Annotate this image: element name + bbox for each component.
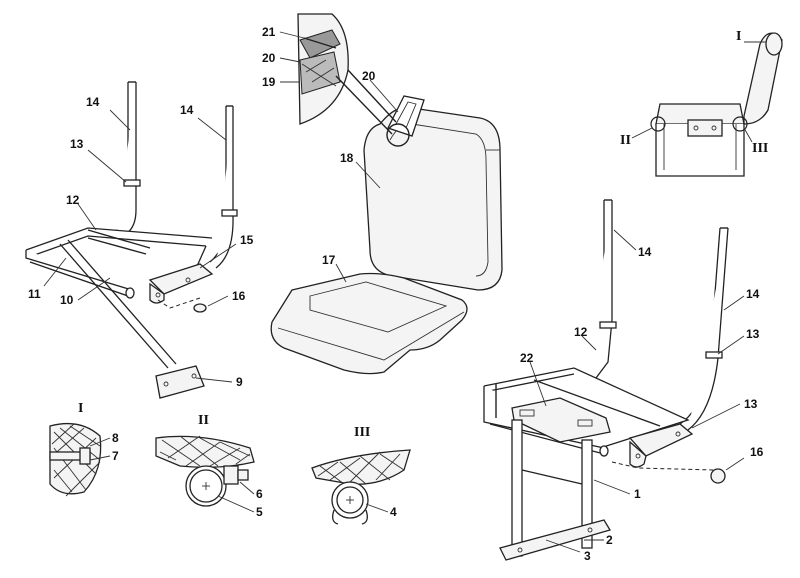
callout-17: 17	[322, 253, 336, 267]
assembled-seat-thumbnail	[650, 32, 783, 177]
callout-12: 12	[574, 325, 588, 339]
callout-20: 20	[262, 51, 276, 65]
detail-III	[311, 449, 411, 525]
callout-2: 2	[606, 533, 613, 547]
backrest-section-detail	[297, 13, 410, 147]
callout-labels: 14 13 12 14 15 11 10 16 9 17 18 20 21 20…	[28, 25, 764, 563]
right-seat-frame	[483, 199, 729, 561]
detail-mark-I: I	[78, 401, 83, 416]
callout-14: 14	[180, 103, 194, 117]
callout-5: 5	[256, 505, 263, 519]
callout-16: 16	[750, 445, 764, 459]
callout-4: 4	[390, 505, 397, 519]
callout-14: 14	[638, 245, 652, 259]
detail-mark-III-top: III	[752, 141, 768, 156]
detail-mark-I-top: I	[736, 29, 741, 44]
callout-10: 10	[60, 293, 74, 307]
callout-9: 9	[236, 375, 243, 389]
detail-mark-III: III	[354, 425, 370, 440]
callout-6: 6	[256, 487, 263, 501]
callout-12: 12	[66, 193, 80, 207]
detail-II	[155, 435, 255, 507]
callout-21: 21	[262, 25, 276, 39]
callout-14: 14	[86, 95, 100, 109]
left-seat-frame	[25, 81, 238, 399]
callout-13: 13	[744, 397, 758, 411]
callout-14: 14	[746, 287, 760, 301]
callout-7: 7	[112, 449, 119, 463]
seat-cushion-and-backrest	[270, 95, 503, 375]
leader-lines	[43, 31, 766, 553]
callout-15: 15	[240, 233, 254, 247]
detail-marks: I II III I II III	[78, 29, 768, 440]
callout-11: 11	[28, 287, 41, 301]
detail-mark-II-top: II	[620, 133, 631, 148]
callout-22: 22	[520, 351, 534, 365]
callout-20: 20	[362, 69, 376, 83]
callout-13: 13	[746, 327, 760, 341]
callout-19: 19	[262, 75, 276, 89]
callout-13: 13	[70, 137, 84, 151]
callout-1: 1	[634, 487, 641, 501]
callout-18: 18	[340, 151, 354, 165]
callout-8: 8	[112, 431, 119, 445]
detail-I	[49, 422, 102, 497]
callout-16: 16	[232, 289, 246, 303]
detail-mark-II: II	[198, 413, 209, 428]
callout-3: 3	[584, 549, 591, 563]
